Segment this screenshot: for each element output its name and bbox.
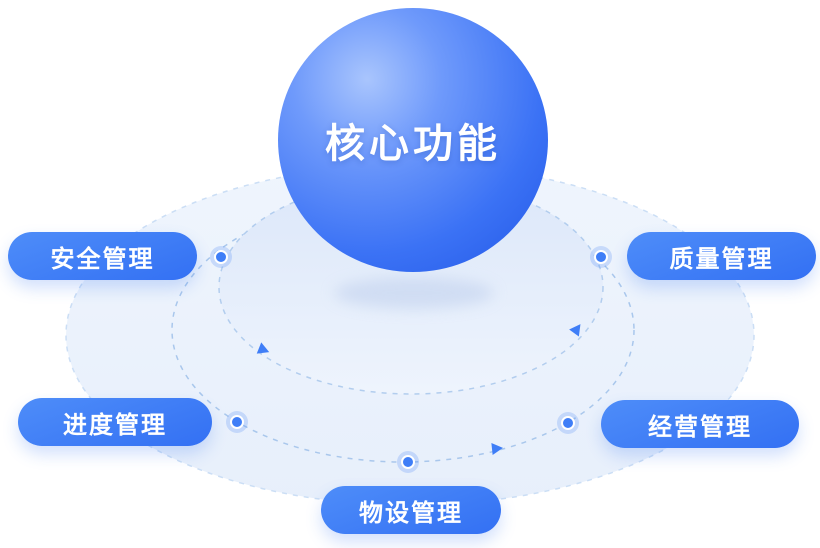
node-pill-safety[interactable]: 安全管理 <box>8 232 197 280</box>
node-pill-operations[interactable]: 经营管理 <box>601 400 799 448</box>
node-pill-progress[interactable]: 进度管理 <box>18 398 212 446</box>
sphere-shadow <box>334 277 494 309</box>
orbit-dot-operations <box>557 412 579 434</box>
core-sphere: 核心功能 <box>278 8 548 272</box>
orbit-dot-progress <box>226 411 248 433</box>
core-sphere-title: 核心功能 <box>325 122 501 166</box>
node-pill-quality[interactable]: 质量管理 <box>627 232 816 280</box>
orbit-arrow-inner-right <box>569 324 581 337</box>
orbit-dot-equipment <box>397 451 419 473</box>
orbit-dot-quality <box>590 246 612 268</box>
node-pill-equipment[interactable]: 物设管理 <box>321 486 501 534</box>
orbit-dot-safety <box>210 246 232 268</box>
orbit-arrow-inner-left <box>256 342 270 354</box>
orbit-arrow-middle-bottom <box>491 443 503 455</box>
